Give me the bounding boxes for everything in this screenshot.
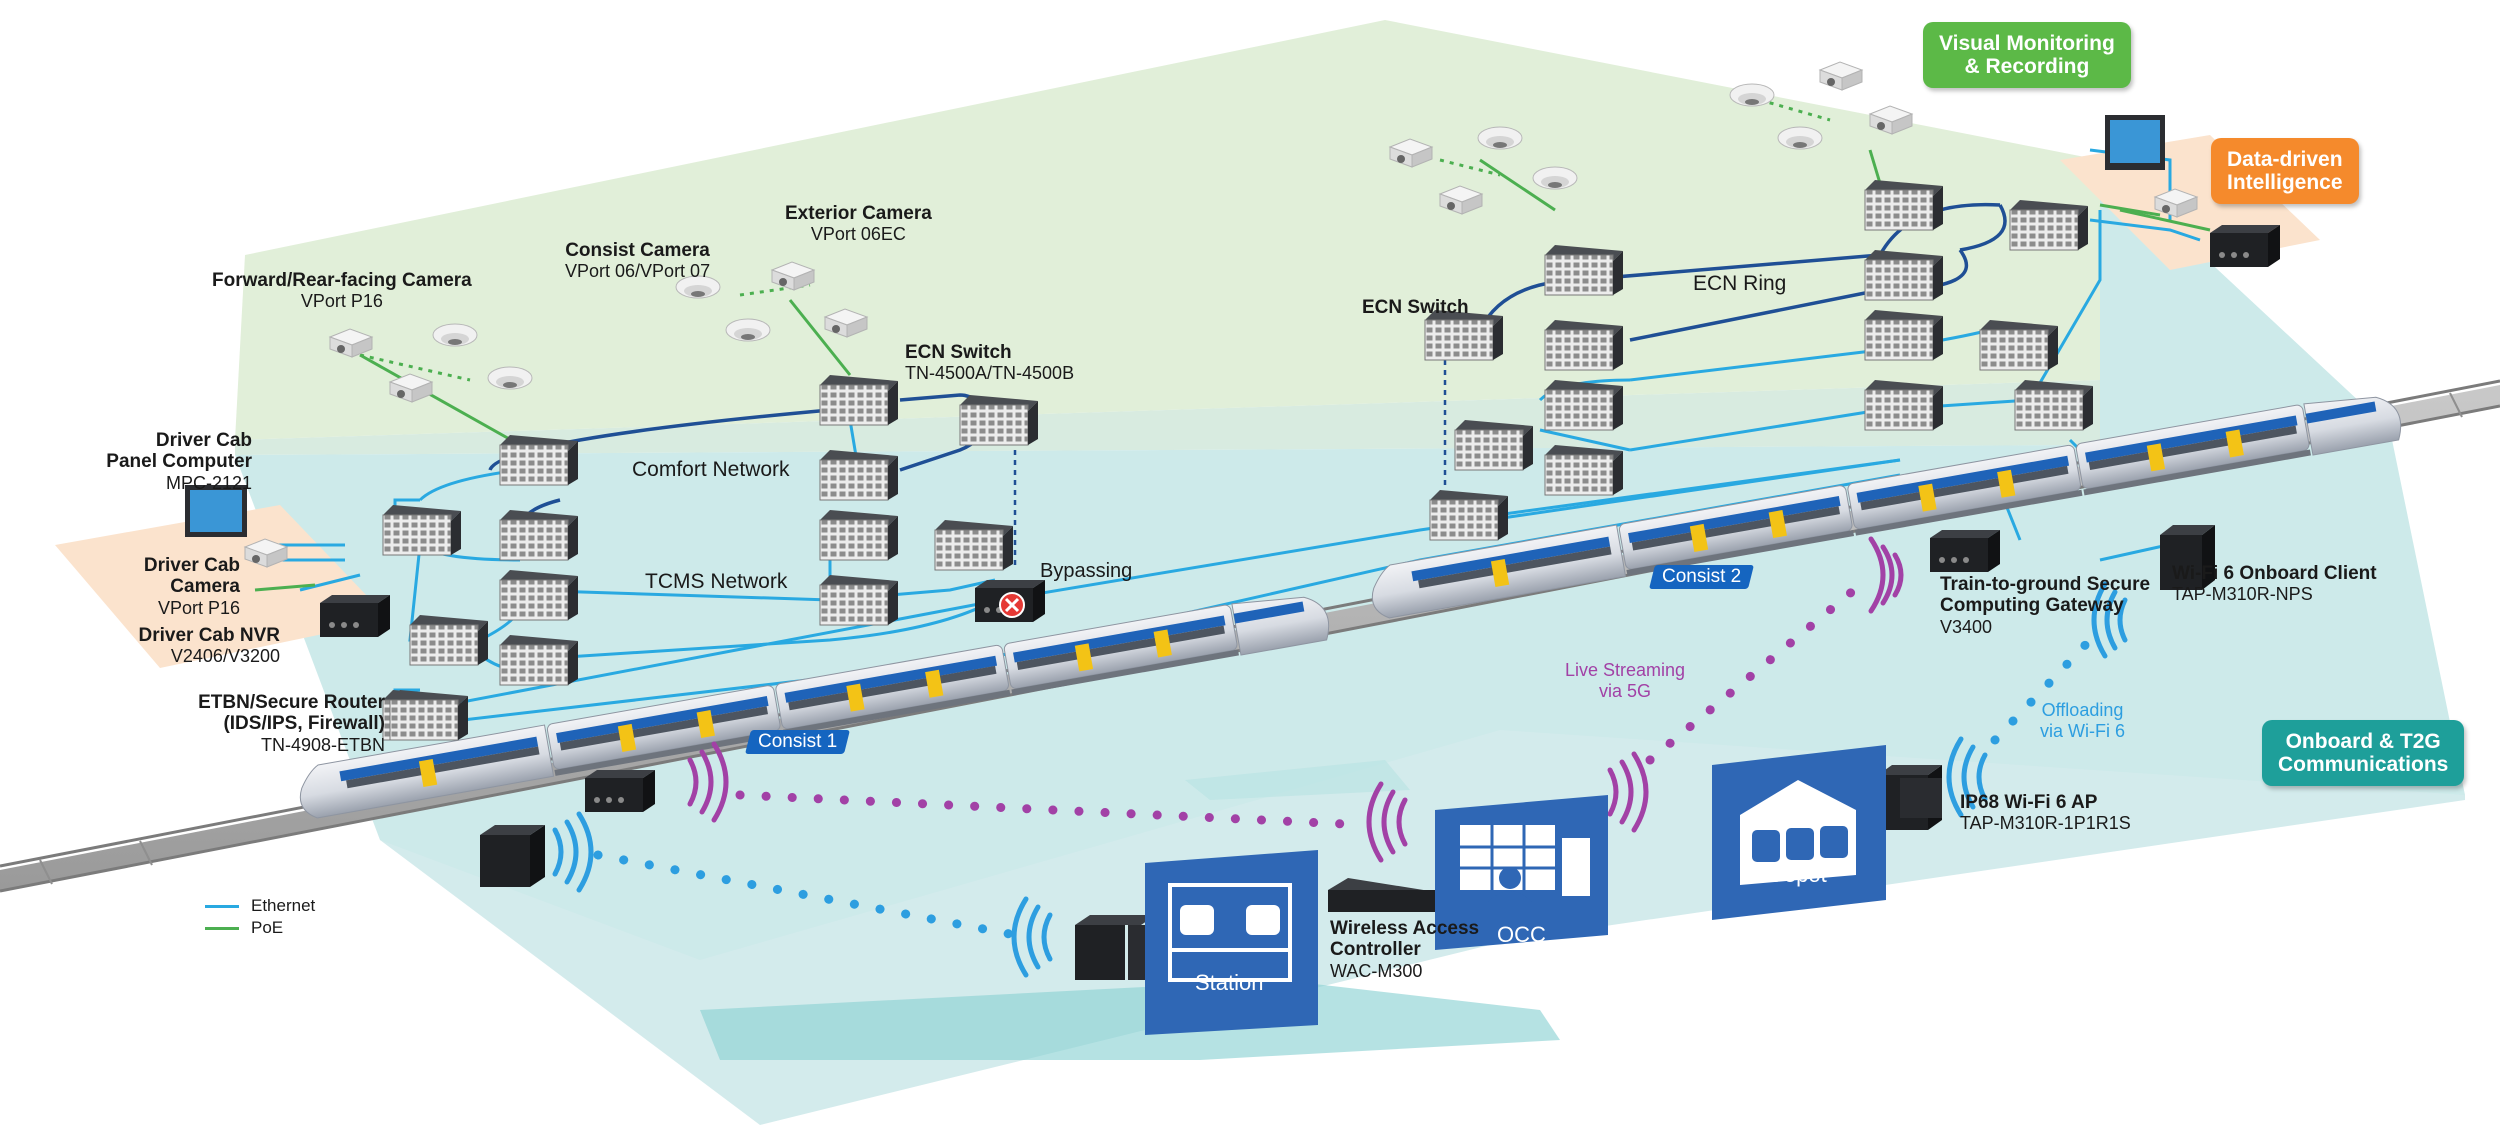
t2g-gateway-device: [1930, 530, 2000, 572]
label-occ: OCC: [1497, 922, 1546, 947]
label-driver-cab-panel: Driver Cab Panel Computer MPC-2121: [92, 430, 252, 493]
label-wifi-ap: IP68 Wi-Fi 6 AP TAP-M310R-1P1R1S: [1960, 792, 2131, 833]
consist-camera-model: VPort 06/VPort 07: [565, 261, 711, 282]
label-offloading: Offloading via Wi-Fi 6: [2040, 700, 2125, 741]
ecn-switch-left-model: TN-4500A/TN-4500B: [905, 363, 1075, 384]
label-ecn-ring: ECN Ring: [1693, 272, 1787, 295]
occ-facility: [1435, 795, 1608, 950]
driver-cab-nvr: [320, 595, 390, 637]
legend-poe-label: PoE: [251, 918, 284, 937]
driver-cab-camera-model: VPort P16: [157, 597, 240, 618]
consist-1-label: Consist 1: [758, 731, 838, 752]
label-station: Station: [1195, 970, 1264, 995]
station-facility: [1145, 850, 1318, 1035]
label-ecn-switch-left: ECN Switch TN-4500A/TN-4500B: [905, 342, 1074, 383]
wifi-client-title: Wi-Fi 6 Onboard Client: [2172, 563, 2377, 584]
wifi-ap-model: TAP-M310R-1P1R1S: [1960, 813, 2131, 834]
t2g-gateway-title: Train-to-ground Secure Computing Gateway: [1940, 574, 2151, 617]
wifi-ap-title: IP68 Wi-Fi 6 AP: [1960, 792, 2098, 813]
label-consist-camera: Consist Camera VPort 06/VPort 07: [565, 240, 710, 281]
wifi-ap-device: [1878, 765, 1942, 830]
badge-visual-monitoring: Visual Monitoring & Recording: [1923, 22, 2131, 89]
bypass-relay: [975, 580, 1045, 622]
wifi-client-device: [2160, 525, 2215, 590]
etbn-router-title: ETBN/Secure Router (IDS/IPS, Firewall): [198, 692, 385, 735]
consist-camera-title: Consist Camera: [565, 240, 710, 261]
forward-camera-title: Forward/Rear-facing Camera: [212, 270, 472, 291]
exterior-camera-model: VPort 06EC: [810, 224, 906, 245]
etbn-router-device: [389, 689, 469, 741]
consist-2-label: Consist 2: [1662, 566, 1742, 587]
label-depot: Depot: [1768, 862, 1827, 887]
forward-camera-model: VPort P16: [300, 291, 383, 312]
label-wifi-client: Wi-Fi 6 Onboard Client TAP-M310R-NPS: [2172, 563, 2377, 604]
wifi-client-model: TAP-M310R-NPS: [2172, 584, 2313, 605]
driver-cab-camera-title: Driver Cab Camera: [143, 555, 240, 598]
label-driver-cab-camera: Driver Cab Camera VPort P16: [100, 555, 240, 618]
label-comfort-network: Comfort Network: [632, 458, 790, 481]
ecn-switch-right-title: ECN Switch: [1362, 297, 1469, 318]
onboard-client-left: [480, 825, 545, 887]
ecn-switch-left-title: ECN Switch: [905, 342, 1012, 363]
badge-data-driven-intelligence: Data-driven Intelligence: [2211, 138, 2359, 205]
data-intelligence-devices: [2105, 115, 2280, 267]
label-forward-camera: Forward/Rear-facing Camera VPort P16: [212, 270, 472, 311]
legend-ethernet: Ethernet: [205, 895, 315, 917]
driver-cab-nvr-model: V2406/V3200: [170, 646, 280, 667]
exterior-camera-title: Exterior Camera: [785, 203, 932, 224]
legend-ethernet-swatch: [205, 904, 239, 908]
etbn-router-model: TN-4908-ETBN: [260, 734, 385, 755]
depot-facility: [1712, 745, 1886, 920]
label-wac: Wireless Access Controller WAC-M300: [1330, 918, 1479, 981]
legend: Ethernet PoE: [205, 895, 315, 939]
legend-poe: PoE: [205, 917, 315, 939]
onboard-gateway-left: [585, 770, 655, 812]
wac-title: Wireless Access Controller: [1330, 918, 1480, 961]
label-bypassing: Bypassing: [1040, 560, 1133, 582]
driver-cab-nvr-title: Driver Cab NVR: [138, 625, 281, 646]
driver-cab-panel-model: MPC-2121: [165, 472, 252, 493]
label-exterior-camera: Exterior Camera VPort 06EC: [785, 203, 932, 244]
driver-cab-panel-computer: [185, 485, 247, 537]
label-ecn-switch-right: ECN Switch: [1362, 297, 1469, 318]
wac-model: WAC-M300: [1330, 960, 1423, 981]
t2g-gateway-model: V3400: [1940, 616, 1993, 637]
label-tcms-network: TCMS Network: [645, 570, 788, 593]
label-t2g-gateway: Train-to-ground Secure Computing Gateway…: [1940, 574, 2150, 637]
legend-ethernet-label: Ethernet: [251, 896, 316, 915]
consist-2-tag: Consist 2: [1649, 565, 1755, 589]
legend-poe-swatch: [205, 926, 239, 930]
driver-cab-panel-title: Driver Cab Panel Computer: [106, 430, 252, 473]
label-driver-cab-nvr: Driver Cab NVR V2406/V3200: [130, 625, 281, 667]
label-etbn-router: ETBN/Secure Router (IDS/IPS, Firewall) T…: [170, 692, 385, 755]
badge-onboard-t2g-communications: Onboard & T2G Communications: [2262, 720, 2465, 787]
label-live-streaming: Live Streaming via 5G: [1565, 660, 1686, 701]
consist-1-tag: Consist 1: [745, 730, 851, 754]
